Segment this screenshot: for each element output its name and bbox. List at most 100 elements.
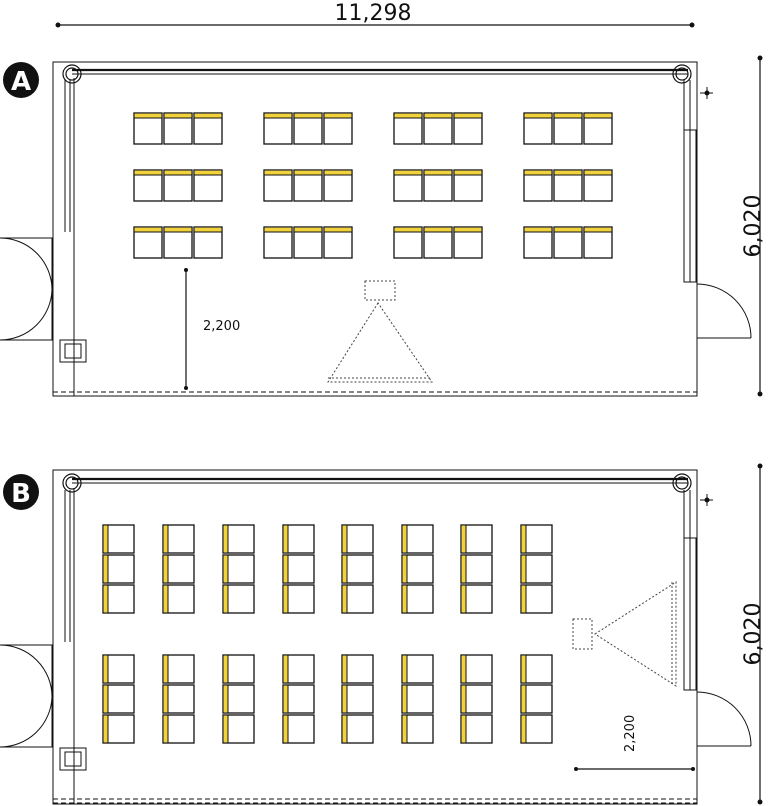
layout-a-projector — [327, 280, 433, 383]
layout-b: B — [0, 463, 766, 805]
layout-b-desk — [401, 684, 434, 714]
layout-a-desk — [163, 169, 193, 202]
layout-b-cabinet — [59, 747, 87, 771]
layout-a-desk — [423, 226, 453, 259]
layout-b-desk — [520, 554, 553, 584]
layout-a-desk — [583, 226, 613, 259]
layout-b-desk — [460, 554, 493, 584]
layout-b-desk — [460, 654, 493, 684]
layout-b-clearance-dimension: 2,200 — [574, 715, 695, 771]
layout-b-desk — [401, 584, 434, 614]
layout-a-desk — [293, 169, 323, 202]
layout-b-desk — [401, 524, 434, 554]
layout-b-desk — [102, 714, 135, 744]
layout-a-desk — [453, 169, 483, 202]
layout-b-desk — [102, 654, 135, 684]
layout-a-desks — [133, 112, 613, 259]
layout-a-desk — [453, 226, 483, 259]
layout-b-desk — [282, 684, 315, 714]
layout-a-desk — [553, 112, 583, 145]
layout-b-desk — [222, 684, 255, 714]
layout-b-badge: B — [3, 474, 39, 510]
layout-a-badge: A — [3, 62, 39, 98]
layout-b-desk — [222, 554, 255, 584]
layout-a-desk — [163, 226, 193, 259]
layout-b-desk — [282, 584, 315, 614]
layout-a-desk — [523, 226, 553, 259]
layout-a-desk — [553, 169, 583, 202]
layout-a-depth-dimension: 6,020 — [741, 55, 766, 397]
layout-a-desk — [193, 226, 223, 259]
layout-a-side-door — [696, 283, 752, 339]
layout-b-desk — [341, 584, 374, 614]
layout-a-desk — [523, 112, 553, 145]
layout-a-desk — [263, 226, 293, 259]
layout-b-desk — [102, 584, 135, 614]
layout-b-desk — [401, 554, 434, 584]
layout-b-desk — [222, 714, 255, 744]
layout-b-desk — [282, 554, 315, 584]
layout-a-desk — [193, 169, 223, 202]
overall-width-dimension: 11,298 — [55, 1, 695, 28]
layout-a-clearance-dimension: 2,200 — [184, 268, 240, 390]
layout-a-desk — [393, 169, 423, 202]
layout-a-desk — [133, 169, 163, 202]
layout-a-desk — [263, 169, 293, 202]
layout-a-desk — [423, 112, 453, 145]
layout-a-desk — [163, 112, 193, 145]
layout-a-desk — [423, 169, 453, 202]
layout-a-desk — [453, 112, 483, 145]
layout-b-room-walls — [52, 469, 698, 805]
layout-b-desk — [162, 584, 195, 614]
layout-a-desk — [323, 112, 353, 145]
layout-b-desk — [401, 654, 434, 684]
layout-b-desk — [341, 524, 374, 554]
layout-b-desks — [102, 524, 553, 744]
layout-b-desk — [341, 684, 374, 714]
layout-a-desk — [193, 112, 223, 145]
layout-b-desk — [520, 654, 553, 684]
layout-a-desk — [133, 226, 163, 259]
layout-b-desk — [520, 714, 553, 744]
layout-a-desk — [583, 112, 613, 145]
layout-b-columns — [62, 473, 692, 493]
layout-a-desk — [323, 169, 353, 202]
layout-b-desk — [460, 524, 493, 554]
layout-a-desk — [293, 226, 323, 259]
layout-b-desk — [520, 684, 553, 714]
layout-b-desk — [102, 524, 135, 554]
layout-b-side-door — [696, 691, 752, 747]
layout-b-desk — [401, 714, 434, 744]
layout-b-desk — [520, 524, 553, 554]
layout-b-desk — [162, 654, 195, 684]
layout-b-desk — [162, 524, 195, 554]
layout-b-desk — [460, 684, 493, 714]
layout-a-desk — [323, 226, 353, 259]
layout-b-desk — [460, 714, 493, 744]
layout-b-depth-label: 6,020 — [741, 603, 766, 666]
layout-b-desk — [162, 554, 195, 584]
layout-b-desk — [282, 524, 315, 554]
layout-b-depth-dimension: 6,020 — [741, 463, 766, 805]
layout-a-desk — [393, 112, 423, 145]
layout-a-desk — [133, 112, 163, 145]
layout-a-desk — [553, 226, 583, 259]
layout-a-outlet-icon — [700, 87, 713, 99]
layout-a-cabinet — [59, 339, 87, 363]
layout-b-entrance-door — [0, 644, 53, 748]
layout-a-clearance-label: 2,200 — [203, 319, 240, 334]
layout-a: A — [0, 55, 766, 397]
layout-a-desk — [293, 112, 323, 145]
overall-width-label: 11,298 — [335, 1, 412, 26]
layout-a-desk — [523, 169, 553, 202]
layout-b-projector — [572, 581, 677, 687]
layout-b-outlet-icon — [700, 494, 713, 506]
layout-b-desk — [341, 554, 374, 584]
layout-a-desk — [583, 169, 613, 202]
layout-b-desk — [102, 684, 135, 714]
layout-b-desk — [282, 714, 315, 744]
layout-a-desk — [263, 112, 293, 145]
layout-b-desk — [282, 654, 315, 684]
layout-a-room-walls — [52, 61, 698, 397]
